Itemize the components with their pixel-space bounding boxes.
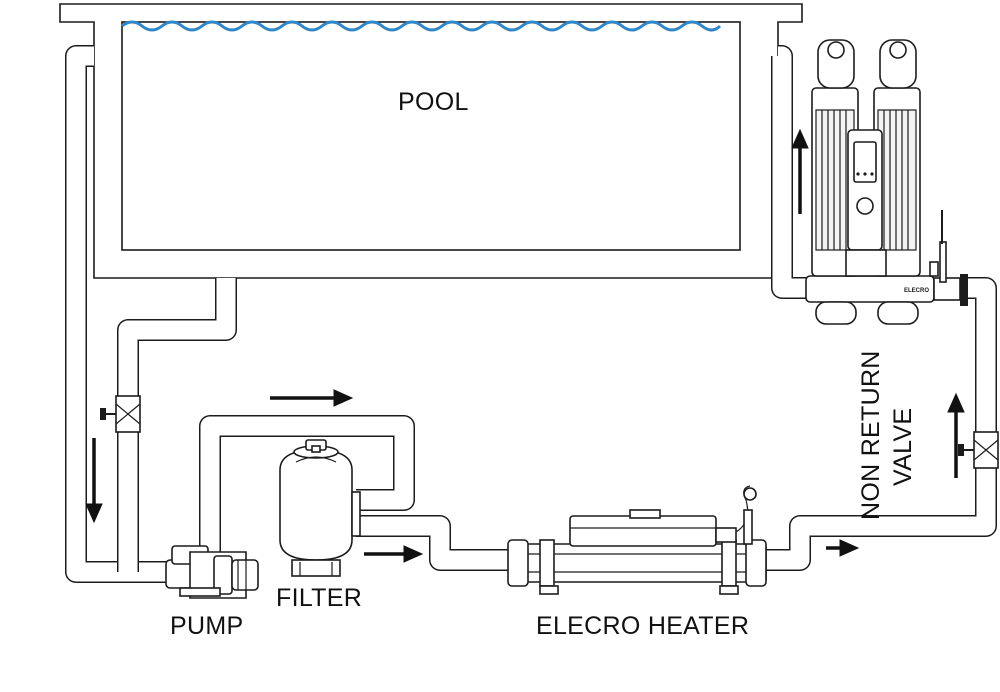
pump-icon [165, 545, 259, 599]
gate-valve-icon [100, 395, 141, 433]
pool-label: POOL [398, 88, 469, 116]
non-return-valve-label-line1: NON RETURN [857, 350, 885, 520]
filter-label: FILTER [276, 584, 363, 612]
arrow-up-right [947, 392, 965, 478]
pool-basin [59, 3, 803, 279]
filter-icon [279, 439, 361, 577]
arrow-icon [85, 128, 965, 563]
brand-mark: ELECRO [904, 288, 929, 294]
non-return-valve-label-line2: VALVE [889, 407, 917, 486]
arrow-up-unit [791, 128, 809, 214]
arrow-right-heater [826, 539, 860, 557]
arrow-down-left [85, 438, 103, 524]
arrow-right-top [270, 389, 354, 407]
heater-icon [507, 485, 767, 595]
heater-label: ELECRO HEATER [536, 612, 750, 640]
non-return-valve-icon [958, 431, 999, 469]
pipework [65, 45, 997, 583]
chlorinator-unit-icon [805, 39, 968, 325]
water-surface [121, 20, 722, 32]
arrow-right-filter [364, 545, 424, 563]
pump-label: PUMP [170, 612, 244, 640]
